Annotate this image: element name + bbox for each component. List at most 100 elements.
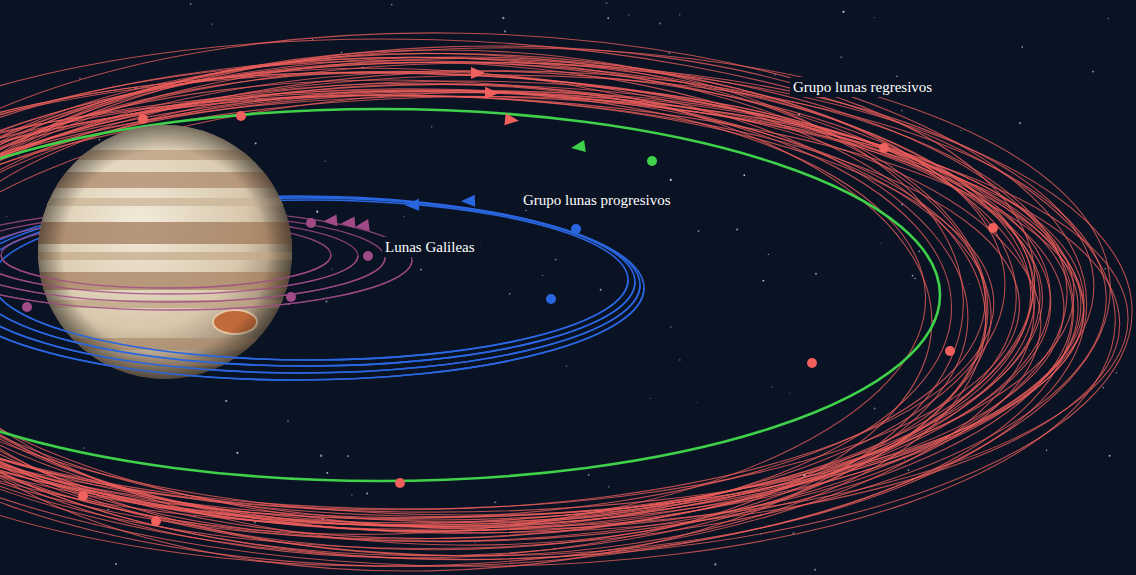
star-dot xyxy=(912,275,914,277)
moon-dot xyxy=(286,292,296,302)
star-dot xyxy=(6,216,7,217)
star-dot xyxy=(109,74,111,76)
retrograde-orbit xyxy=(0,81,1074,544)
star-dot xyxy=(555,259,557,261)
star-dot xyxy=(1103,387,1105,389)
star-dot xyxy=(324,161,325,162)
moon-dot xyxy=(988,223,998,233)
star-dot xyxy=(670,326,672,328)
moon-dot xyxy=(546,294,556,304)
star-dot xyxy=(1109,455,1111,457)
star-dot xyxy=(649,398,651,400)
retrograde-orbit xyxy=(0,89,1131,535)
star-dot xyxy=(480,245,482,247)
star-dot xyxy=(774,74,776,76)
star-dot xyxy=(736,228,738,230)
retrograde-orbit xyxy=(0,60,1112,563)
star-dot xyxy=(287,420,288,421)
star-dot xyxy=(697,230,699,232)
star-dot xyxy=(312,39,313,40)
retrograde-orbit xyxy=(0,72,1043,539)
retrograde-orbit xyxy=(0,62,1054,528)
star-dot xyxy=(326,301,328,303)
star-dot xyxy=(504,30,506,32)
star-dot xyxy=(542,275,543,276)
retrograde-orbit xyxy=(0,51,1098,543)
star-dot xyxy=(679,359,681,361)
star-dot xyxy=(628,14,629,15)
galilean-orbit xyxy=(0,260,412,310)
jupiter-planet xyxy=(38,125,292,379)
star-dot xyxy=(607,17,609,19)
star-dot xyxy=(961,130,962,131)
retrograde-orbit xyxy=(0,60,1133,560)
moon-dot xyxy=(236,111,246,121)
star-dot xyxy=(600,289,602,291)
retrograde-orbit xyxy=(0,92,1081,516)
star-dot xyxy=(1092,71,1094,73)
retrograde-orbit xyxy=(0,77,1081,544)
star-dot xyxy=(494,501,496,503)
moon-dot xyxy=(571,224,581,234)
star-dot xyxy=(874,408,876,410)
star-dot xyxy=(331,268,332,269)
star-dot xyxy=(914,278,915,279)
retrograde-orbit xyxy=(0,29,1042,556)
star-dot xyxy=(743,174,745,176)
star-dot xyxy=(762,280,764,282)
star-dot xyxy=(714,563,716,565)
star-dot xyxy=(474,542,475,543)
moon-dot xyxy=(647,156,657,166)
star-dot xyxy=(588,474,590,476)
star-dot xyxy=(670,179,672,181)
retrograde-orbit xyxy=(0,75,1057,547)
star-dot xyxy=(904,459,905,460)
orbit-arrowhead xyxy=(341,216,356,229)
star-dot xyxy=(814,569,816,571)
star-dot xyxy=(608,486,610,488)
retrograde-orbit xyxy=(0,55,1074,561)
star-dot xyxy=(605,2,607,4)
star-dot xyxy=(840,56,842,58)
star-dot xyxy=(341,52,342,53)
star-dot xyxy=(314,149,316,151)
star-dot xyxy=(874,17,875,18)
star-dot xyxy=(815,273,817,275)
star-dot xyxy=(190,3,192,5)
star-dot xyxy=(969,284,970,285)
star-dot xyxy=(320,455,322,457)
group-label: Grupo lunas progresivos xyxy=(520,190,673,210)
star-dot xyxy=(1104,268,1106,270)
star-dot xyxy=(79,78,80,79)
orbit-arrowhead xyxy=(323,214,338,227)
star-dot xyxy=(566,365,568,367)
orbit-arrowhead xyxy=(405,199,419,211)
star-dot xyxy=(255,143,257,145)
moon-dot xyxy=(138,114,148,124)
star-dot xyxy=(901,110,903,112)
star-dot xyxy=(842,11,844,13)
star-dot xyxy=(326,472,328,474)
retrograde-orbit xyxy=(0,86,1087,521)
star-dot xyxy=(115,563,117,565)
moon-dot xyxy=(306,218,316,228)
group-label: Lunas Galileas xyxy=(382,237,478,257)
moon-dot xyxy=(78,491,88,501)
galilean-orbit xyxy=(0,256,358,294)
orbit-arrowhead xyxy=(461,195,475,207)
retrograde-orbit xyxy=(0,63,972,558)
star-dot xyxy=(420,269,422,271)
star-dot xyxy=(771,387,772,388)
star-dot xyxy=(83,447,85,449)
planet-shading xyxy=(38,125,292,379)
orbit-arrowhead xyxy=(485,87,499,99)
highlight-orbit xyxy=(0,109,940,481)
moon-dot xyxy=(22,302,32,312)
star-dot xyxy=(668,52,670,54)
retrograde-orbit xyxy=(0,49,1009,536)
star-dot xyxy=(1029,350,1031,352)
star-dot xyxy=(1019,122,1021,124)
star-dot xyxy=(509,293,511,295)
moon-dot xyxy=(151,516,161,526)
star-dot xyxy=(316,211,318,213)
